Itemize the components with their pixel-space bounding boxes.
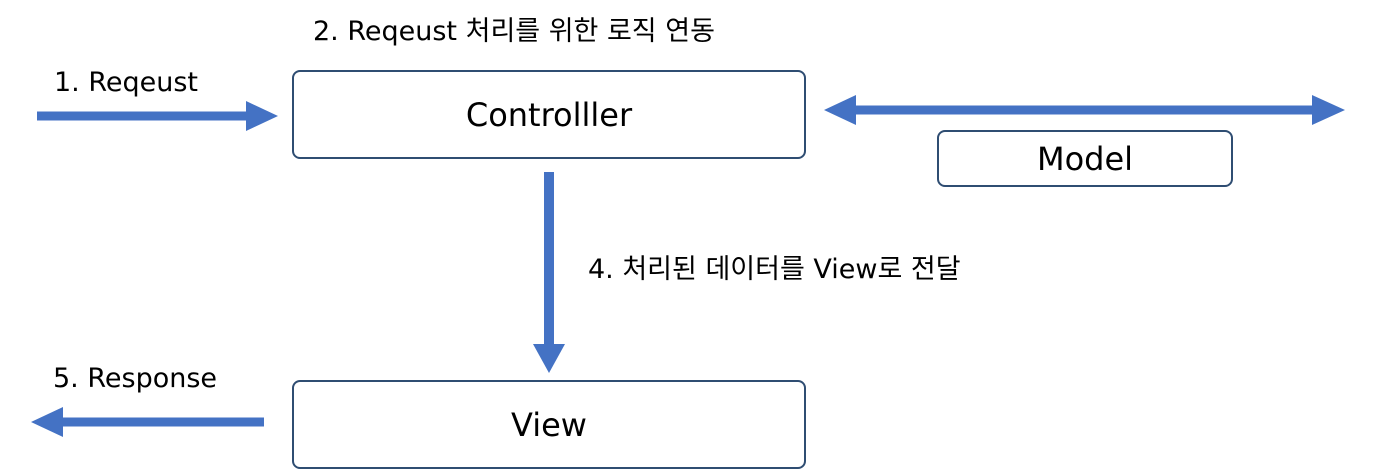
controller-view-arrow <box>533 172 565 373</box>
step-request-label: 1. Reqeust <box>54 67 199 98</box>
model-box: Model <box>937 130 1233 187</box>
controller-label: Controlller <box>465 95 633 134</box>
response-arrow <box>31 407 264 437</box>
step-logic-label: 2. Reqeust 처리를 위한 로직 연동 <box>313 16 715 47</box>
step-response-label: 5. Response <box>53 363 218 394</box>
controller-box: Controlller <box>292 70 806 159</box>
step-transfer-label: 4. 처리된 데이터를 View로 전달 <box>588 254 961 285</box>
view-box: View <box>292 380 806 469</box>
view-label: View <box>511 405 587 444</box>
controller-model-arrow <box>824 95 1345 125</box>
request-arrow <box>37 101 278 131</box>
model-label: Model <box>1036 139 1134 178</box>
